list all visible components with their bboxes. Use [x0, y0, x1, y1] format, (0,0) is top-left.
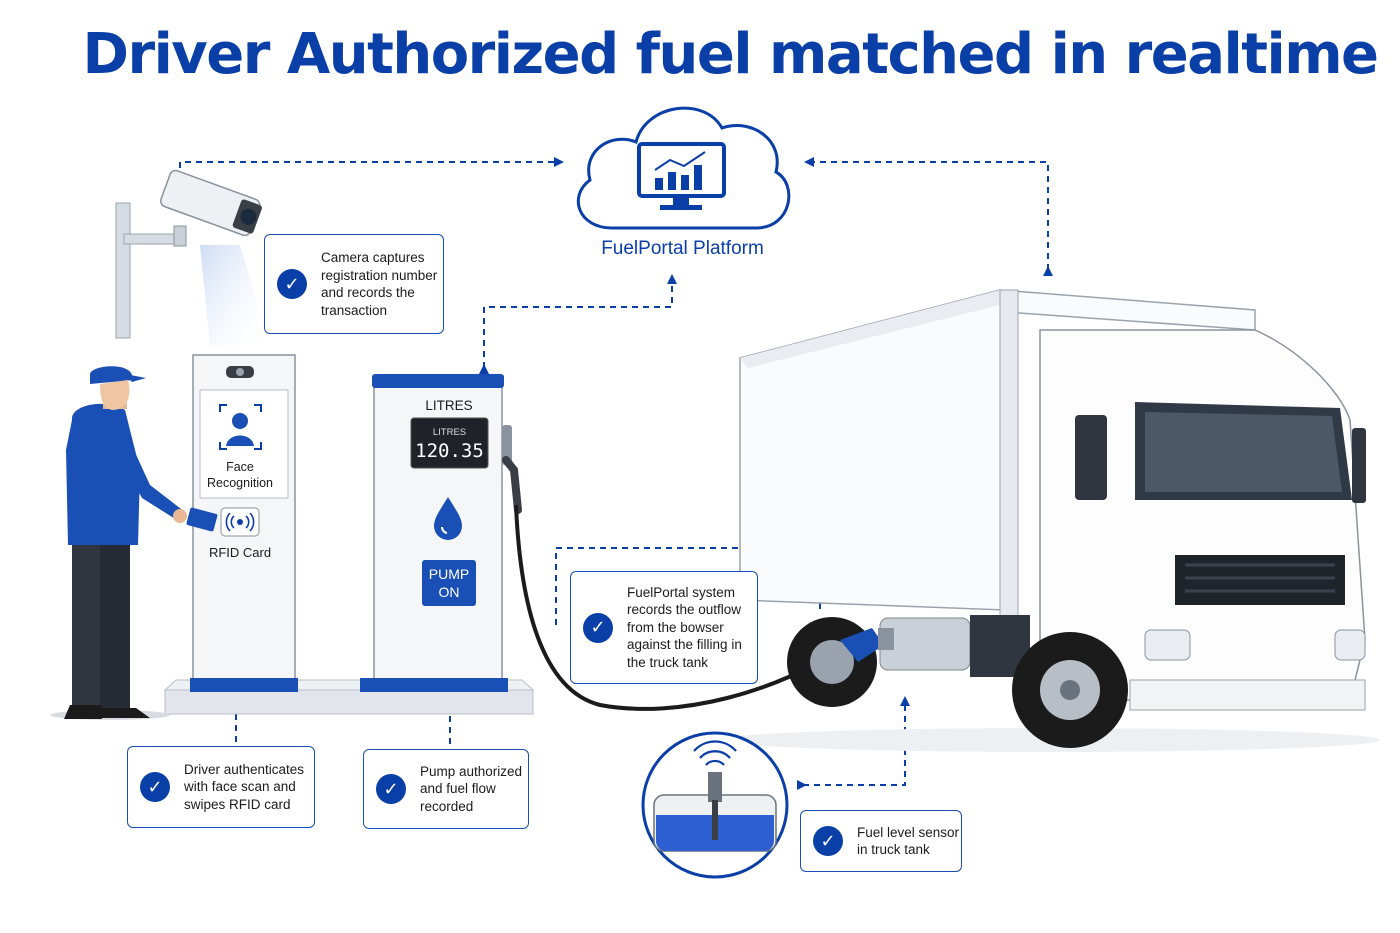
face-recognition-label: Face Recognition: [206, 460, 273, 490]
driver-callout-text: Driver authenticates with face scan and …: [184, 761, 305, 812]
truck: [720, 289, 1380, 752]
security-camera: [115, 169, 270, 345]
rfid-reader-icon: [220, 507, 260, 537]
fuel-tank-sensor-illustration: [641, 731, 789, 879]
pump-header-label: LITRES: [425, 398, 473, 413]
portal-bracket: [555, 547, 821, 625]
sensor-callout-text: Fuel level sensor in truck tank: [857, 824, 960, 858]
fuel-hose: [514, 504, 844, 711]
check-icon: ✓: [140, 772, 170, 802]
sensor-callout: ✓ Fuel level sensor in truck tank: [800, 810, 962, 872]
check-icon: ✓: [277, 269, 307, 299]
camera-callout: ✓ Camera captures registration number an…: [264, 234, 444, 334]
camera-to-cloud-arrow: [179, 157, 564, 190]
face-scan-icon: [219, 404, 262, 450]
truck-rear-wheel: [787, 617, 877, 707]
fuel-drop-icon: [434, 497, 462, 540]
fuel-nozzle: [840, 628, 894, 662]
check-icon: ✓: [376, 774, 406, 804]
check-icon: ✓: [583, 612, 613, 643]
pump-callout: ✓ Pump authorized and fuel flow recorded: [363, 749, 529, 829]
pump-to-cloud-arrow: [479, 274, 677, 374]
driver-callout: ✓ Driver authenticates with face scan an…: [127, 746, 315, 828]
truck-front-wheel: [1012, 632, 1128, 748]
fuel-pump: [360, 374, 844, 711]
pump-display-caption: LITRES: [432, 427, 467, 438]
rfid-card-label: RFID Card: [208, 545, 272, 560]
page-title: Driver Authorized fuel matched in realti…: [82, 22, 1379, 87]
platform-label: FuelPortal Platform: [601, 238, 764, 259]
cloud-to-truck-arrow: [804, 157, 1053, 276]
camera-callout-text: Camera captures registration number and …: [321, 250, 438, 318]
driver-figure: [50, 366, 218, 720]
portal-callout: ✓ FuelPortal system records the outflow …: [570, 571, 758, 684]
pump-callout-text: Pump authorized and fuel flow recorded: [420, 763, 523, 814]
check-icon: ✓: [813, 826, 843, 856]
pump-display-value: 120.35: [415, 440, 484, 462]
portal-callout-text: FuelPortal system records the outflow fr…: [627, 584, 742, 670]
chart-monitor-icon: [637, 142, 726, 210]
sensor-arrow: [797, 696, 910, 790]
cloud-icon: [576, 106, 791, 230]
wireless-signal-icon: [693, 740, 737, 766]
pump-on-label: PUMP ON: [428, 566, 470, 600]
pump-on-button: [422, 560, 476, 606]
